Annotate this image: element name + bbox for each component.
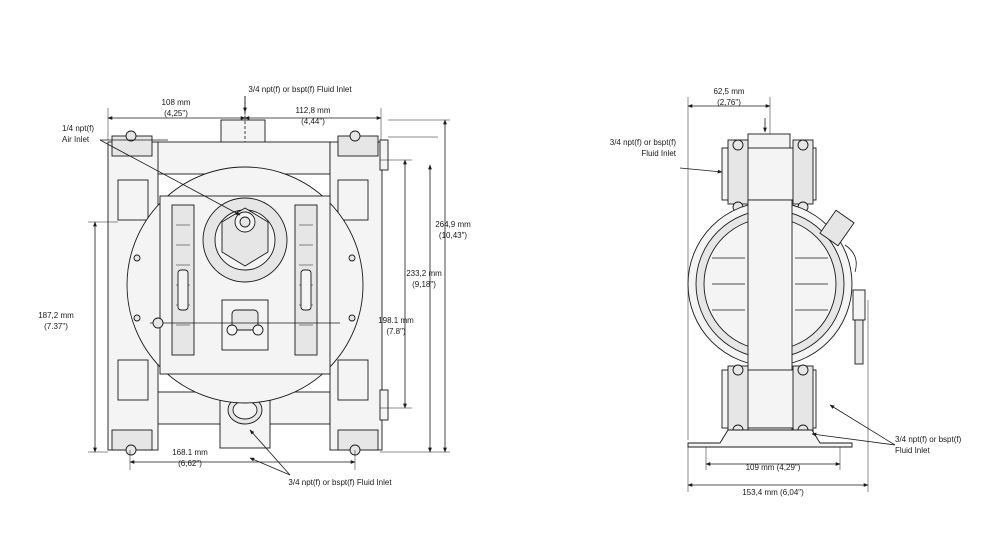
front-view-dimensions <box>88 96 450 476</box>
side-callout-left-line1: 3/4 npt(f) or bspt(f) <box>610 138 677 147</box>
callout-air-inlet-line2: Air Inlet <box>62 135 90 144</box>
side-view-dimensions <box>679 97 896 492</box>
dim-bottom-mm: 168.1 mm <box>172 448 208 457</box>
dim-bottom-in: (6,62") <box>178 459 202 468</box>
dim-mid-right-mm: 233,2 mm <box>406 269 442 278</box>
callout-top-fluid-inlet: 3/4 npt(f) or bspt(f) Fluid Inlet <box>248 85 352 94</box>
side-view-pump <box>687 133 866 448</box>
dim-top-left-mm: 108 mm <box>162 98 191 107</box>
dim-outer-right-in: (10,43") <box>439 231 468 240</box>
front-view-pump <box>107 96 389 456</box>
callout-bottom-fluid-inlet: 3/4 npt(f) or bspt(f) Fluid Inlet <box>288 478 392 487</box>
dim-left-in: (7.37") <box>44 322 68 331</box>
side-callout-right-line2: Fluid Inlet <box>895 446 930 455</box>
side-callout-left-line2: Fluid Inlet <box>641 149 676 158</box>
dim-mid-right-in: (9,18") <box>412 280 436 289</box>
dim-inner-right-in: (7.8") <box>386 327 406 336</box>
dim-outer-right-mm: 264,9 mm <box>435 220 471 229</box>
callout-air-inlet-line1: 1/4 npt(f) <box>62 124 94 133</box>
dim-top-left-in: (4,25") <box>164 109 188 118</box>
side-dim-base-outer: 153,4 mm (6,04") <box>742 488 804 497</box>
side-dim-top-in: (2,76") <box>717 98 741 107</box>
side-dim-top-mm: 62,5 mm <box>713 87 744 96</box>
dim-top-right-mm: 112,8 mm <box>296 106 331 115</box>
side-dim-base-inner: 109 mm (4,29") <box>746 463 801 472</box>
dim-inner-right-mm: 198.1 mm <box>378 316 414 325</box>
side-callout-right-line1: 3/4 npt(f) or bspt(f) <box>895 435 962 444</box>
dim-left-mm: 187,2 mm <box>38 311 74 320</box>
dim-top-right-in: (4,44") <box>301 117 325 126</box>
